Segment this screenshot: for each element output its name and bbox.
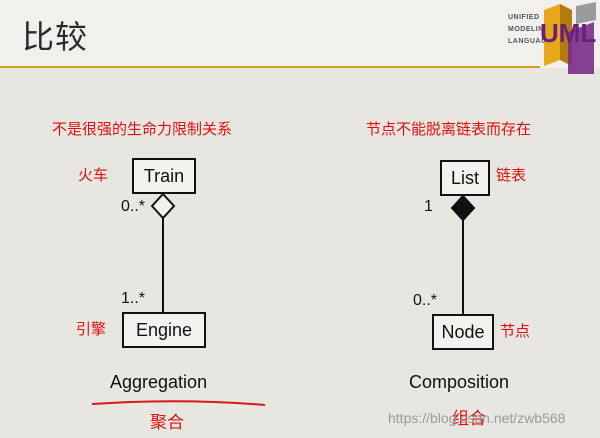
composition-note: 节点不能脱离链表而存在 [366,120,532,138]
aggregation-note: 不是很强的生命力限制关系 [52,120,233,138]
node-class-box: Node [432,314,494,350]
title-bar [0,0,600,68]
train-multiplicity: 0..* [121,198,146,215]
watermark: https://blog.csdn.net/zwb568 [388,410,566,426]
composition-caption: Composition [409,372,510,392]
train-label: 火车 [78,166,109,184]
logo-line-unified: UNIFIED [508,14,540,21]
aggregation-caption-cn: 聚合 [150,413,184,433]
list-label: 链表 [496,166,527,184]
engine-label: 引擎 [76,320,107,338]
logo-line-modeling: MODELING [508,26,550,33]
title-divider [0,66,540,68]
logo-letters: UML [540,18,596,48]
aggregation-caption: Aggregation [110,372,208,392]
hand-underline [91,400,266,406]
logo-line-language: LANGUAGE [508,38,553,45]
node-multiplicity: 0..* [413,292,438,309]
composition-diamond [450,194,476,222]
aggregation-diamond [150,192,176,220]
engine-class-box: Engine [122,312,206,348]
node-label: 节点 [500,322,531,340]
uml-logo-text: UNIFIED MODELING LANGUAGE [508,12,552,48]
engine-multiplicity: 1..* [121,290,146,307]
train-class-box: Train [132,158,196,194]
uml-logo-icon: UML [540,2,596,74]
list-class-box: List [440,160,490,196]
composition-caption-cn: 组合 [452,409,486,429]
slide-title: 比较 [22,18,89,56]
list-multiplicity: 1 [424,198,433,215]
